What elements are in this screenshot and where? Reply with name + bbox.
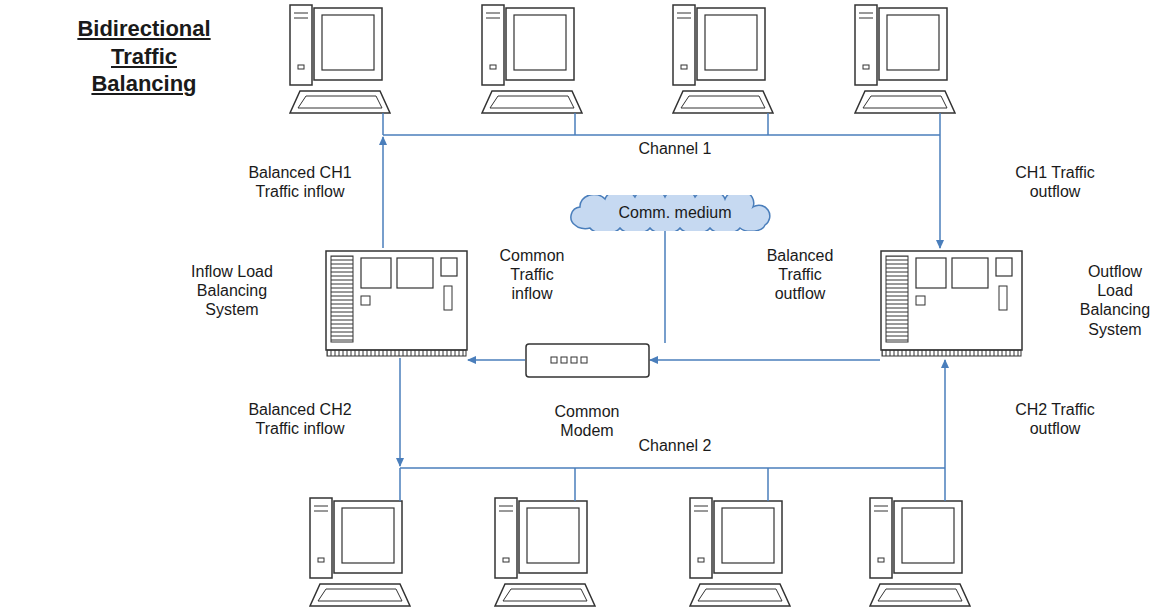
connector-label: Common Traffic inflow [495,246,569,304]
node-label: Comm. medium [560,203,790,222]
channel-name: Channel 2 [615,436,735,455]
flow-label: Balanced CH1 Traffic inflow [238,163,362,201]
common-modem: Common Modem [525,343,650,443]
flow-connector [468,359,525,361]
flow-label: CH1 Traffic outflow [1002,163,1108,201]
outflow-server-shape [880,250,1023,357]
inflow-server-shape [325,250,468,357]
flow-connector [664,231,666,343]
flow-label: Balanced CH2 Traffic inflow [238,400,362,438]
outflow-server: Outflow Load Balancing System [880,250,1162,358]
common-modem-shape [525,343,650,378]
diagram-title: Bidirectional Traffic Balancing [68,15,220,98]
node-label: Common Modem [547,402,627,440]
connector-label: Balanced Traffic outflow [758,246,842,304]
node-label: Inflow Load Balancing System [190,262,274,320]
cloud-medium: Comm. medium [560,195,790,231]
flow-label: CH2 Traffic outflow [1002,400,1108,438]
inflow-server: Inflow Load Balancing System [190,250,468,358]
channel-name: Channel 1 [615,139,735,158]
flow-connector [650,359,880,361]
node-label: Outflow Load Balancing System [1072,262,1158,339]
